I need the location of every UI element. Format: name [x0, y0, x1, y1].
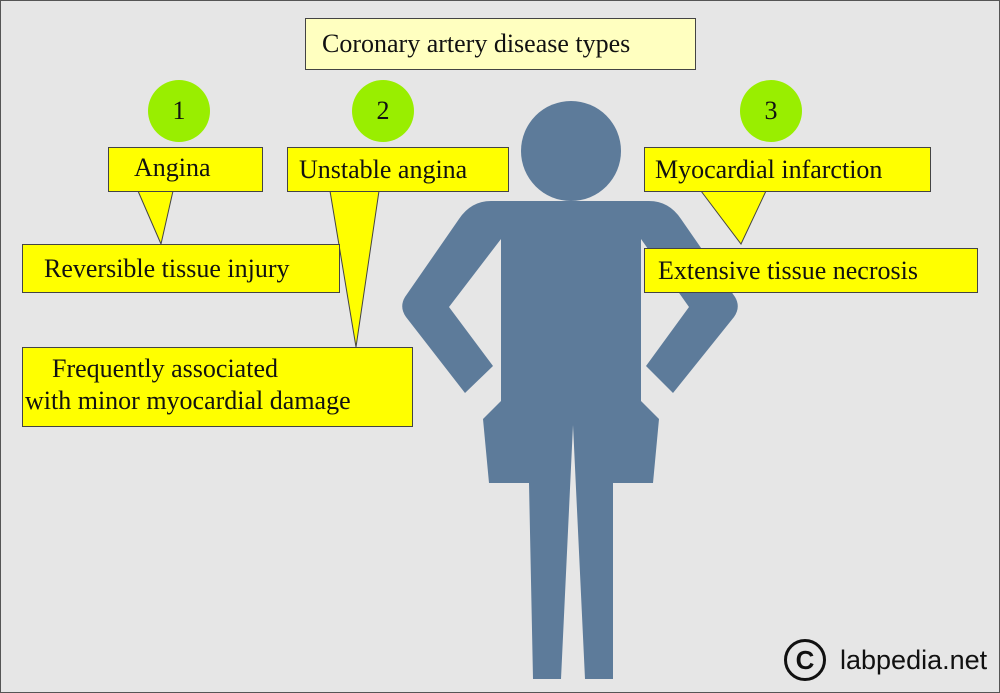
angina-callout-tail [137, 190, 174, 246]
type-2-number-badge: 2 [352, 80, 414, 142]
unstable-angina-description-line-1: Frequently associated [52, 354, 278, 383]
copyright-watermark: C labpedia.net [784, 639, 987, 681]
angina-label-box: Angina [108, 147, 263, 192]
unstable-angina-label-box: Unstable angina [287, 147, 509, 192]
myocardial-infarction-label-box: Myocardial infarction [644, 147, 931, 192]
unstable-angina-description-box: Frequently associated with minor myocard… [22, 347, 413, 427]
myocardial-infarction-description-box: Extensive tissue necrosis [644, 248, 978, 293]
unstable-angina-label: Unstable angina [299, 155, 468, 184]
watermark-text: labpedia.net [840, 644, 988, 675]
copyright-icon: C [784, 639, 826, 681]
angina-description-box: Reversible tissue injury [22, 244, 340, 293]
angina-label: Angina [134, 153, 211, 182]
diagram-title: Coronary artery disease types [305, 18, 696, 70]
angina-description: Reversible tissue injury [44, 254, 290, 283]
myocardial-infarction-description: Extensive tissue necrosis [658, 256, 918, 285]
type-1-number-badge: 1 [148, 80, 210, 142]
type-3-number-badge: 3 [740, 80, 802, 142]
unstable-angina-description-line-2: with minor myocardial damage [25, 386, 351, 415]
myocardial-infarction-label: Myocardial infarction [655, 155, 883, 184]
myocardial-infarction-callout-tail [699, 190, 767, 245]
